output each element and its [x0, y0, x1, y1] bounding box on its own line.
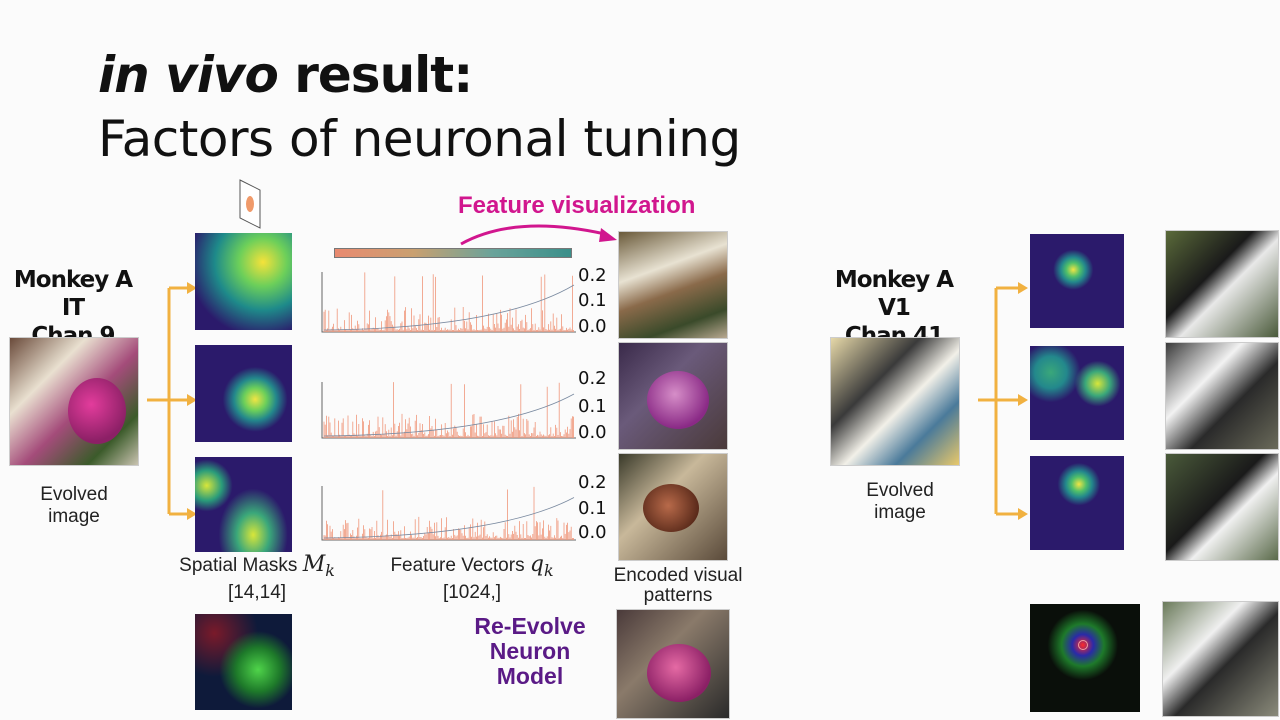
spatial-masks-caption: Spatial Masks Mk [14,14] [162, 554, 352, 604]
feature-visualization-label: Feature visualization [458, 192, 696, 219]
feature-bars [323, 486, 574, 540]
plot-axes [321, 382, 576, 439]
feature-vectors-caption: Feature Vectors qk [1024,] [372, 554, 572, 604]
sorted-curve [323, 497, 575, 539]
encoded-line1: Encoded visual [613, 565, 743, 586]
fv-caption-text: Feature Vectors [390, 555, 525, 576]
fv-symbol: q [529, 552, 544, 577]
plot-axes [321, 486, 576, 541]
right-evolved-caption: Evolved image [840, 480, 960, 524]
right-branch-arrows [978, 282, 1028, 520]
plot2-ytick-0.1: 0.1 [578, 396, 607, 417]
left-monkey-label-line1: Monkey A IT [13, 267, 133, 321]
v1-encoded-pattern-3 [1165, 453, 1279, 561]
v1-spatial-mask-1 [1030, 234, 1124, 328]
plot3-ytick-0.2: 0.2 [578, 472, 607, 493]
masks-caption-text: Spatial Masks [179, 555, 298, 576]
spatial-mask-1 [195, 233, 292, 330]
v1-combined-mask [1030, 604, 1140, 712]
feature-vector-plot-2 [321, 382, 576, 439]
encoded-pattern-2 [618, 342, 728, 450]
feature-vector-plot-3 [321, 486, 576, 541]
title-italic: in vivo [98, 46, 279, 104]
encoded-pattern-3 [618, 453, 728, 561]
spatial-mask-2 [195, 345, 292, 442]
masks-subscript: k [325, 560, 335, 580]
fv-shape: [1024,] [442, 581, 502, 603]
feature-visualization-arrow [460, 224, 617, 246]
slide-title-line2: Factors of neuronal tuning [98, 110, 741, 168]
plot1-ytick-0.0: 0.0 [578, 316, 607, 337]
left-evolved-image [9, 337, 139, 466]
left-evolved-line2: image [48, 506, 100, 527]
reevolve-line2: Neuron [489, 638, 571, 664]
plot3-ytick-0.0: 0.0 [578, 522, 607, 543]
spatial-mask-3 [195, 457, 292, 552]
feature-vector-plot-1 [321, 272, 576, 333]
left-evolved-line1: Evolved [40, 484, 108, 505]
v1-encoded-pattern-2 [1165, 342, 1279, 450]
reevolve-label: Re-Evolve Neuron Model [470, 614, 590, 689]
mask-plane-icon [239, 179, 261, 229]
feature-colorbar [334, 248, 572, 258]
slide-title-line1: in vivo result: [98, 46, 473, 104]
plot1-ytick-0.2: 0.2 [578, 265, 607, 286]
feature-bars [323, 382, 574, 438]
sorted-curve [323, 284, 575, 331]
title-bold: result: [277, 46, 473, 104]
reevolve-line3: Model [496, 663, 564, 689]
encoded-line2: patterns [643, 585, 713, 606]
sorted-curve [323, 393, 575, 437]
right-monkey-label-line1: Monkey A V1 [834, 267, 954, 321]
v1-reevolved-image [1162, 601, 1279, 717]
masks-symbol: M [302, 552, 326, 577]
encoded-patterns-caption: Encoded visual patterns [600, 566, 756, 606]
reevolve-line1: Re-Evolve [474, 613, 586, 639]
right-evolved-line2: image [874, 502, 926, 523]
encoded-pattern-1 [618, 231, 728, 339]
right-evolved-image [830, 337, 960, 466]
masks-shape: [14,14] [227, 581, 287, 603]
left-evolved-caption: Evolved image [14, 484, 134, 528]
v1-spatial-mask-2 [1030, 346, 1124, 440]
fv-subscript: k [543, 560, 554, 580]
reevolved-image-left [616, 609, 730, 719]
right-evolved-line1: Evolved [866, 480, 934, 501]
left-branch-arrows [147, 282, 197, 520]
plot1-ytick-0.1: 0.1 [578, 290, 607, 311]
plot3-ytick-0.1: 0.1 [578, 498, 607, 519]
v1-encoded-pattern-1 [1165, 230, 1279, 338]
v1-spatial-mask-3 [1030, 456, 1124, 550]
plot2-ytick-0.2: 0.2 [578, 368, 607, 389]
combined-spatial-mask [195, 614, 292, 710]
plot-axes [321, 272, 576, 333]
plot2-ytick-0.0: 0.0 [578, 422, 607, 443]
